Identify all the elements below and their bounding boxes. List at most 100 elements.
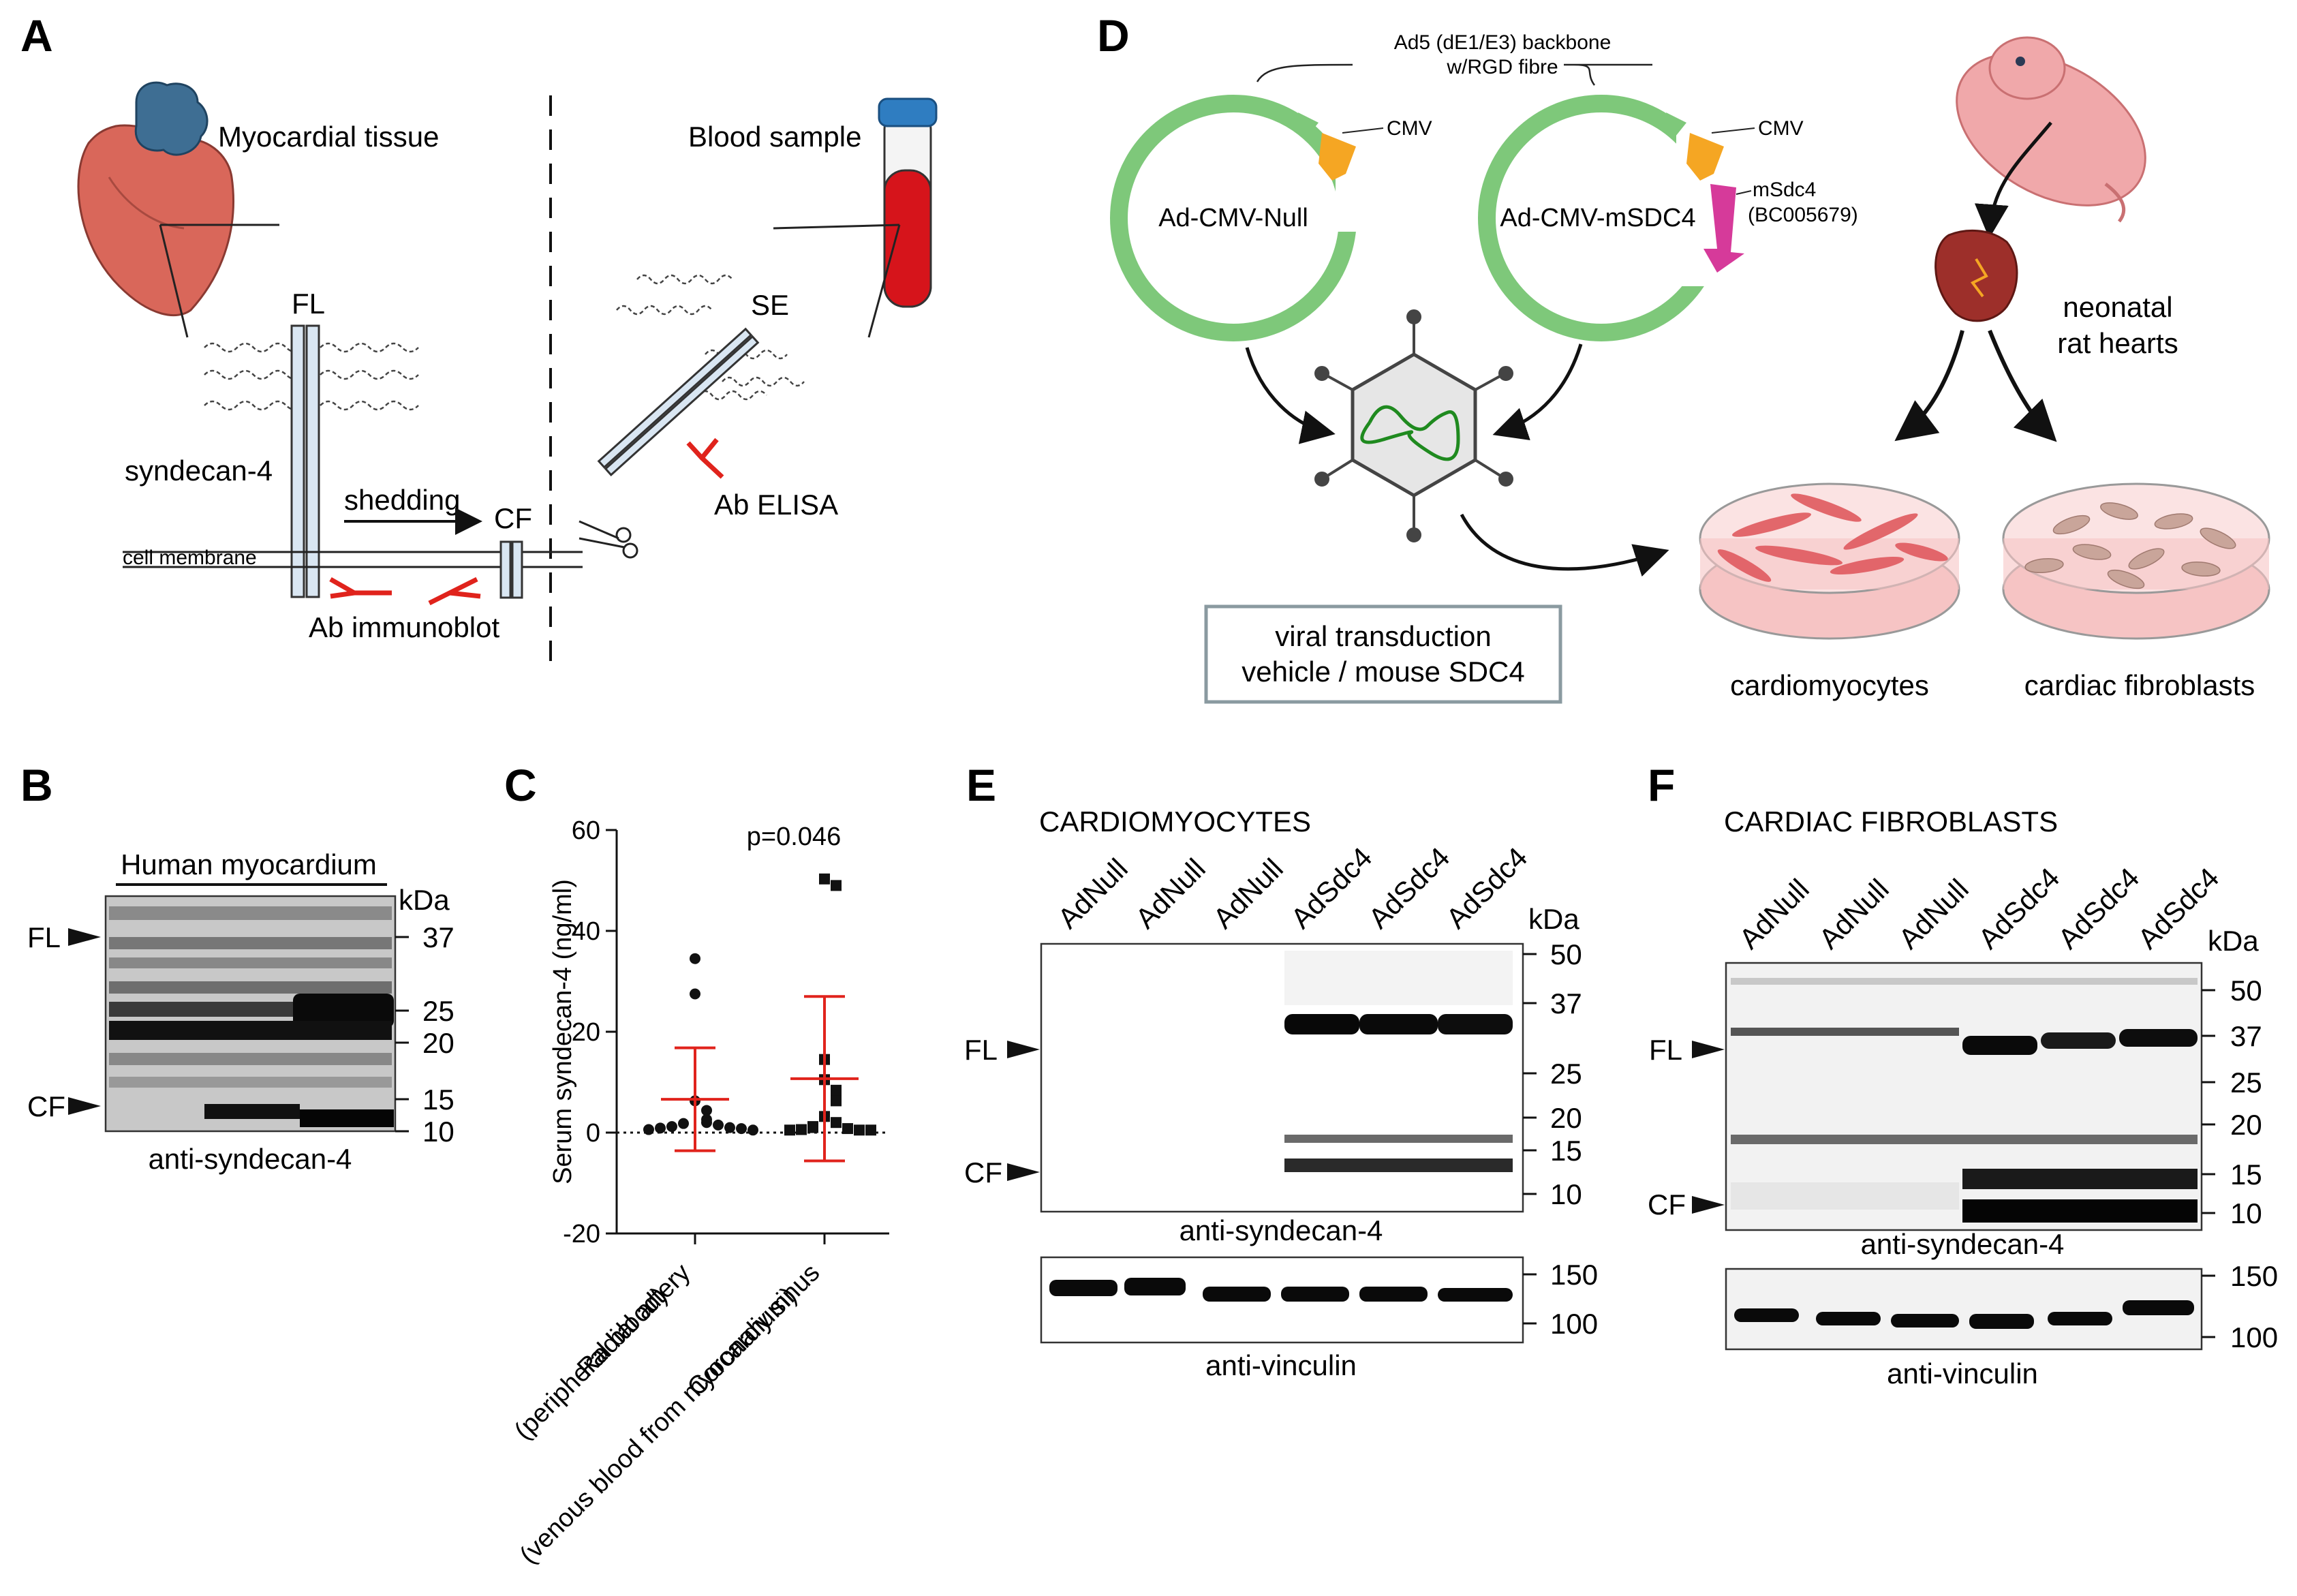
e-marker-50: 50 xyxy=(1550,938,1582,970)
f-bands-bottom xyxy=(1734,1300,2194,1329)
b-marker-15: 15 xyxy=(422,1084,454,1116)
data-point xyxy=(666,1121,677,1133)
ab-elisa-label: Ab ELISA xyxy=(714,489,838,521)
cardiomyocytes-label: cardiomyocytes xyxy=(1730,669,1929,701)
data-point xyxy=(690,953,700,964)
data-point xyxy=(678,1118,689,1129)
panel-f: F CARDIAC FIBROBLASTS AdNullAdNullAdNull… xyxy=(1648,760,2278,1390)
e-fl-arrowhead xyxy=(1007,1041,1040,1058)
f-cf-label: CF xyxy=(1648,1188,1686,1221)
b-marker-10: 10 xyxy=(422,1116,454,1148)
gag-chains-left xyxy=(204,342,419,411)
heart-pointer-line-2 xyxy=(159,224,189,338)
accession-label: (BC005679) xyxy=(1748,204,1858,226)
arrow-null-to-virus xyxy=(1245,347,1336,444)
panel-label-e: E xyxy=(966,760,996,810)
y-tick-label: 0 xyxy=(586,1119,600,1148)
f-marker-37: 37 xyxy=(2230,1020,2262,1052)
f-fl-label: FL xyxy=(1649,1034,1682,1066)
e-marker-100: 100 xyxy=(1550,1308,1598,1340)
syndecan4-label: syndecan-4 xyxy=(125,455,273,487)
cmv-pointer-null xyxy=(1342,127,1384,134)
vehicle-box xyxy=(1204,604,1562,704)
data-point xyxy=(819,873,830,885)
b-cf-arrowhead xyxy=(68,1097,101,1115)
heart-icon xyxy=(77,81,234,317)
cmv-promoter-null xyxy=(1319,133,1356,181)
e-antibody-top: anti-syndecan-4 xyxy=(1180,1214,1383,1246)
f-fl-arrowhead xyxy=(1692,1041,1725,1058)
cmv-promoter-msdc4 xyxy=(1686,133,1724,181)
scissors-icon xyxy=(579,520,638,559)
e-antibody-bottom: anti-vinculin xyxy=(1205,1349,1357,1381)
se-label: SE xyxy=(751,289,789,321)
fl-label: FL xyxy=(292,288,325,320)
y-tick-label: 20 xyxy=(572,1018,600,1047)
data-point xyxy=(690,988,700,1000)
f-marker-10: 10 xyxy=(2230,1197,2262,1229)
cf-label-a: CF xyxy=(494,502,532,534)
neonatal-label-1: neonatal xyxy=(2063,291,2172,323)
panel-label-d: D xyxy=(1097,10,1130,61)
immunoblot-antibodies xyxy=(329,577,481,606)
plasmid-arrow-null xyxy=(1298,112,1319,140)
arrow-pup-to-heart xyxy=(1974,121,2052,239)
e-bands-bottom xyxy=(1049,1278,1513,1302)
b-antibody-label: anti-syndecan-4 xyxy=(149,1143,352,1175)
b-fl-label: FL xyxy=(27,921,61,953)
f-marker-ticks-top xyxy=(2202,989,2215,1214)
fibroblast-dish-icon xyxy=(2002,482,2270,640)
b-cf-label: CF xyxy=(27,1090,65,1122)
x-tick-label: (venous blood from myocardium) xyxy=(514,1282,802,1569)
data-point xyxy=(701,1117,712,1129)
e-bands-top xyxy=(1284,951,1513,1172)
e-title: CARDIOMYOCYTES xyxy=(1039,805,1311,838)
b-title: Human myocardium xyxy=(121,848,377,880)
panel-b: B Human myocardium kDa 37 25 20 xyxy=(20,760,454,1175)
data-point xyxy=(655,1122,666,1134)
data-point xyxy=(831,1095,842,1107)
rat-heart-icon xyxy=(1934,229,2018,322)
f-lanes-lane-3: AdNull xyxy=(1892,873,1975,955)
fl-syndecan-bar-2 xyxy=(305,324,320,598)
neonatal-label-2: rat hearts xyxy=(2057,327,2178,359)
ab-immunoblot-label: Ab immunoblot xyxy=(309,611,499,643)
f-lanes-lane-5: AdSdc4 xyxy=(2052,861,2145,955)
data-point xyxy=(736,1123,747,1135)
backbone-bracket xyxy=(1256,63,1652,86)
data-point xyxy=(865,1124,876,1136)
y-tick-label: 40 xyxy=(572,917,600,946)
e-fl-label: FL xyxy=(964,1034,998,1066)
e-lanes-lane-3: AdNull xyxy=(1207,853,1289,935)
data-point xyxy=(831,880,842,891)
f-marker-50: 50 xyxy=(2230,975,2262,1007)
f-lanes-lane-1: AdNull xyxy=(1733,873,1815,955)
e-lanes-lane-4: AdSdc4 xyxy=(1284,841,1378,934)
f-lanes-lane-2: AdNull xyxy=(1813,873,1895,955)
f-antibody-bottom: anti-vinculin xyxy=(1887,1357,2038,1390)
f-bands-top xyxy=(1731,978,2198,1223)
arrow-msdc4-to-virus xyxy=(1492,343,1583,441)
data-point xyxy=(724,1122,735,1133)
f-marker-15: 15 xyxy=(2230,1158,2262,1191)
b-bands xyxy=(109,906,394,1127)
f-marker-100: 100 xyxy=(2230,1321,2278,1353)
y-tick-label: -20 xyxy=(563,1220,600,1248)
panel-label-b: B xyxy=(20,760,53,810)
data-point xyxy=(831,1084,842,1096)
shedding-label: shedding xyxy=(344,484,460,516)
e-cf-arrowhead xyxy=(1007,1163,1040,1181)
fl-syndecan-bar-1 xyxy=(290,324,305,598)
b-marker-25: 25 xyxy=(422,995,454,1027)
cmv-label-2: CMV xyxy=(1758,117,1804,140)
cardiomyocyte-dish-icon xyxy=(1699,482,1960,640)
f-antibody-top: anti-syndecan-4 xyxy=(1861,1228,2065,1260)
e-marker-ticks-bottom xyxy=(1523,1273,1537,1325)
e-marker-10: 10 xyxy=(1550,1178,1582,1210)
plasmid-arrow-msdc4 xyxy=(1666,112,1686,140)
f-kda: kDa xyxy=(2208,925,2259,957)
data-point xyxy=(807,1122,818,1133)
